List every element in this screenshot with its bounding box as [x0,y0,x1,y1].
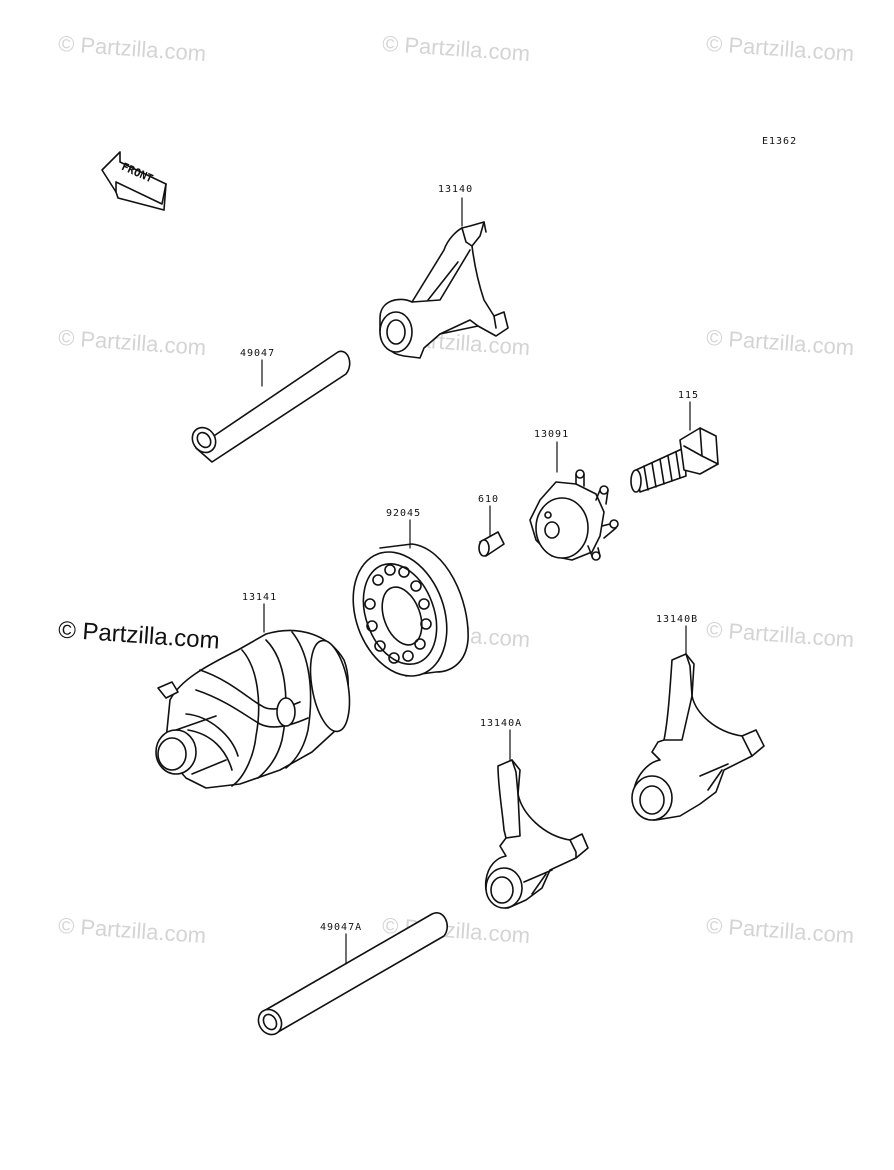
part-49047A-shaft[interactable] [254,912,448,1039]
part-label-13140[interactable]: 13140 [438,184,474,195]
part-610-pin[interactable] [478,531,505,557]
part-label-92045[interactable]: 92045 [386,508,422,519]
part-49047-shaft[interactable] [188,350,351,463]
part-label-13091[interactable]: 13091 [534,429,570,440]
part-92045-bearing[interactable] [337,539,469,689]
part-13140-shift-fork[interactable] [379,221,509,359]
part-13140B-shift-fork[interactable] [631,653,765,821]
part-13140A-shift-fork[interactable] [484,759,589,909]
part-label-13140B[interactable]: 13140B [656,614,699,625]
part-13091-holder[interactable] [529,469,619,561]
part-115-bolt[interactable] [630,427,719,493]
diagram-code: E1362 [762,136,798,147]
part-label-610[interactable]: 610 [478,494,500,505]
part-label-13140A[interactable]: 13140A [480,718,523,729]
part-label-115[interactable]: 115 [678,390,700,401]
part-label-49047A[interactable]: 49047A [320,922,363,933]
front-arrow-icon: FRONT [101,151,167,211]
part-label-49047[interactable]: 49047 [240,348,276,359]
part-label-13141[interactable]: 13141 [242,592,278,603]
part-13141-shift-drum[interactable] [155,629,356,789]
leader-lines [261,197,691,965]
